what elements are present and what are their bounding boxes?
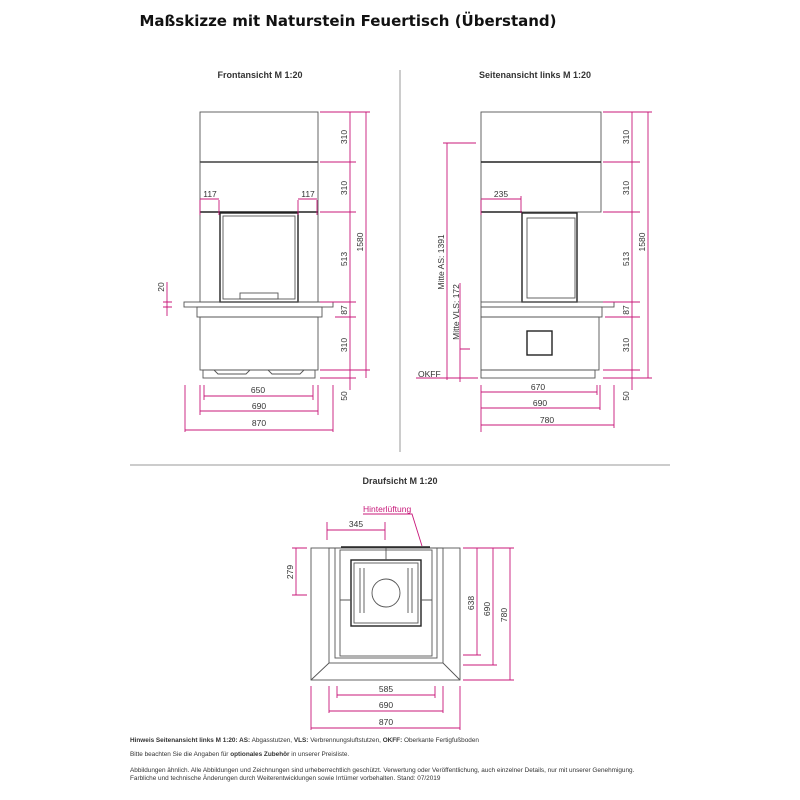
top-dim-690: 690 <box>482 602 492 616</box>
front-dim-513: 513 <box>339 252 349 266</box>
side-dim-87: 87 <box>621 305 631 315</box>
mitte-vls-label: Mitte VLS: 172 <box>451 284 461 340</box>
top-dim-279: 279 <box>285 565 295 579</box>
side-view: Seitenansicht links M 1:20 310 310 513 8… <box>416 70 652 432</box>
top-dim-585: 585 <box>379 684 393 694</box>
side-dim-513: 513 <box>621 252 631 266</box>
side-dim-310-low: 310 <box>621 338 631 352</box>
top-view: Draufsicht M 1:20 Hinterlüftung 345 279 … <box>285 476 514 730</box>
okff-label: OKFF <box>418 369 441 379</box>
top-dim-345: 345 <box>349 519 363 529</box>
front-dim-690: 690 <box>252 401 266 411</box>
front-dim-310-mid: 310 <box>339 181 349 195</box>
top-dim-780: 780 <box>499 608 509 622</box>
front-dim-87: 87 <box>339 305 349 315</box>
top-view-label: Draufsicht M 1:20 <box>362 476 437 486</box>
front-dim-310-low: 310 <box>339 338 349 352</box>
front-view: Frontansicht M 1:20 310 310 513 87 310 5… <box>156 70 370 432</box>
page-title: Maßskizze mit Naturstein Feuertisch (Übe… <box>139 11 556 30</box>
front-dim-117-right: 117 <box>301 189 315 199</box>
front-dim-117-left: 117 <box>203 189 217 199</box>
top-dim-638: 638 <box>466 596 476 610</box>
note-accessories: Bitte beachten Sie die Angaben für optio… <box>130 751 350 758</box>
front-dim-50: 50 <box>339 391 349 401</box>
top-dim-690-bottom: 690 <box>379 700 393 710</box>
side-dim-670: 670 <box>531 382 545 392</box>
side-dim-1580: 1580 <box>637 232 647 251</box>
front-dim-870: 870 <box>252 418 266 428</box>
top-dim-870: 870 <box>379 717 393 727</box>
side-dim-235: 235 <box>494 189 508 199</box>
front-dim-1580: 1580 <box>355 232 365 251</box>
note-copyright: Abbildungen ähnlich. Alle Abbildungen un… <box>130 767 635 782</box>
note-legend: Hinweis Seitenansicht links M 1:20: AS: … <box>130 737 479 744</box>
side-dim-780: 780 <box>540 415 554 425</box>
front-view-label: Frontansicht M 1:20 <box>217 70 302 80</box>
side-dim-310-mid: 310 <box>621 181 631 195</box>
hinterlueftung-label: Hinterlüftung <box>363 504 411 514</box>
side-view-label: Seitenansicht links M 1:20 <box>479 70 591 80</box>
front-dim-650: 650 <box>251 385 265 395</box>
side-dim-690: 690 <box>533 398 547 408</box>
front-dim-310-top: 310 <box>339 130 349 144</box>
side-dim-50: 50 <box>621 391 631 401</box>
mitte-as-label: Mitte AS: 1391 <box>436 234 446 290</box>
side-dim-310-top: 310 <box>621 130 631 144</box>
front-dim-20: 20 <box>156 282 166 292</box>
